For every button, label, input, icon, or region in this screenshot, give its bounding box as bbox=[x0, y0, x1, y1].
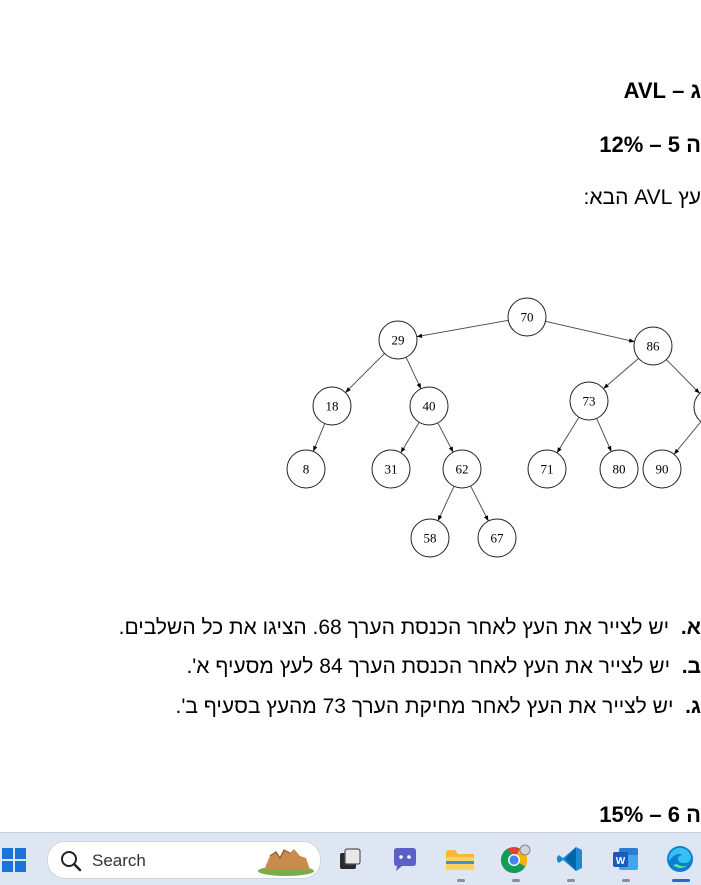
tree-edge bbox=[401, 422, 419, 452]
tree-node-partial bbox=[694, 388, 701, 426]
item-b-marker: ב. bbox=[682, 655, 701, 678]
intro-text: עץ AVL הבא: bbox=[583, 186, 701, 210]
tree-edge bbox=[674, 422, 701, 455]
tree-node-80: 80 bbox=[600, 450, 638, 488]
tree-node-label: 67 bbox=[491, 531, 505, 546]
vscode-icon[interactable] bbox=[554, 843, 586, 875]
document-page: ג – AVL ה 5 – 12% עץ AVL הבא: 70 29 86 18 40… bbox=[0, 0, 701, 832]
tree-node-label: 40 bbox=[423, 399, 436, 414]
tree-node-62: 62 bbox=[443, 450, 481, 488]
tree-node-label: 62 bbox=[456, 462, 469, 477]
vscode-running-indicator bbox=[567, 879, 575, 882]
search-icon bbox=[60, 850, 82, 872]
item-c-marker: ג. bbox=[685, 695, 701, 718]
tree-edge bbox=[557, 417, 579, 453]
tree-node-label: 8 bbox=[303, 462, 310, 477]
word-running-indicator bbox=[622, 879, 630, 882]
item-a-marker: א. bbox=[681, 616, 701, 639]
tree-node-67: 67 bbox=[478, 519, 516, 557]
tree-edge bbox=[313, 424, 325, 452]
item-c: ג. יש לצייר את העץ לאחר מחיקת הערך 73 מה… bbox=[176, 695, 701, 719]
svg-text:W: W bbox=[616, 856, 626, 867]
tree-node-40: 40 bbox=[410, 387, 448, 425]
windows-start-icon[interactable] bbox=[0, 843, 30, 875]
item-b-text: יש לצייר את העץ לאחר הכנסת הערך 84 לעץ מ… bbox=[186, 655, 670, 678]
tree-edge bbox=[406, 357, 421, 389]
next-question-title: ה 6 – 15% bbox=[599, 802, 701, 828]
edge-icon[interactable] bbox=[664, 843, 696, 875]
word-icon[interactable]: W bbox=[609, 843, 641, 875]
tree-node-73: 73 bbox=[570, 382, 608, 420]
tree-node-label: 86 bbox=[647, 339, 661, 354]
edge-active-indicator bbox=[672, 879, 690, 882]
item-a-text: יש לצייר את העץ לאחר הכנסת הערך 68. הציג… bbox=[119, 616, 670, 639]
file-explorer-icon[interactable] bbox=[444, 843, 476, 875]
tree-node-18: 18 bbox=[313, 387, 351, 425]
tree-node-8: 8 bbox=[287, 450, 325, 488]
task-view-icon[interactable] bbox=[334, 843, 366, 875]
file-explorer-running-indicator bbox=[457, 879, 465, 882]
tree-node-31: 31 bbox=[372, 450, 410, 488]
section-title: ג – AVL bbox=[624, 78, 701, 104]
tree-node-label: 73 bbox=[583, 394, 596, 409]
tree-node-70: 70 bbox=[508, 298, 546, 336]
tree-edge bbox=[666, 360, 699, 394]
item-b: ב. יש לצייר את העץ לאחר הכנסת הערך 84 לע… bbox=[186, 655, 701, 679]
tree-edge bbox=[438, 486, 454, 521]
tree-edge bbox=[345, 353, 384, 392]
tree-node-label: 70 bbox=[521, 310, 534, 325]
taskbar-search-box[interactable]: Search bbox=[47, 841, 321, 879]
teams-chat-icon[interactable] bbox=[389, 843, 421, 875]
tree-edge bbox=[546, 321, 635, 341]
tree-node-90: 90 bbox=[643, 450, 681, 488]
tree-node-label: 31 bbox=[385, 462, 398, 477]
tree-node-label: 71 bbox=[541, 462, 554, 477]
tree-edge bbox=[603, 358, 638, 388]
search-placeholder: Search bbox=[92, 851, 146, 871]
chrome-running-indicator bbox=[512, 879, 520, 882]
tree-edge bbox=[438, 423, 453, 452]
taskbar: Search bbox=[0, 832, 701, 885]
chrome-icon[interactable] bbox=[499, 843, 531, 875]
question-title: ה 5 – 12% bbox=[599, 132, 701, 158]
tree-node-label: 18 bbox=[326, 399, 339, 414]
tree-edge bbox=[597, 418, 612, 451]
item-a: א. יש לצייר את העץ לאחר הכנסת הערך 68. ה… bbox=[119, 616, 701, 640]
tree-node-label: 90 bbox=[656, 462, 669, 477]
tree-edge bbox=[417, 320, 509, 336]
tree-edge bbox=[471, 486, 489, 521]
tree-node-29: 29 bbox=[379, 321, 417, 359]
tree-node-label: 58 bbox=[424, 531, 437, 546]
tree-node-label: 29 bbox=[392, 333, 405, 348]
tree-node-71: 71 bbox=[528, 450, 566, 488]
item-c-text: יש לצייר את העץ לאחר מחיקת הערך 73 מהעץ … bbox=[176, 695, 674, 718]
tree-node-58: 58 bbox=[411, 519, 449, 557]
widgets-landscape-icon[interactable] bbox=[256, 844, 316, 876]
tree-node-86: 86 bbox=[634, 327, 672, 365]
tree-node-label: 80 bbox=[613, 462, 626, 477]
avl-tree-diagram: 70 29 86 18 40 73 8 31 62 71 80 90 58 67 bbox=[0, 290, 701, 570]
